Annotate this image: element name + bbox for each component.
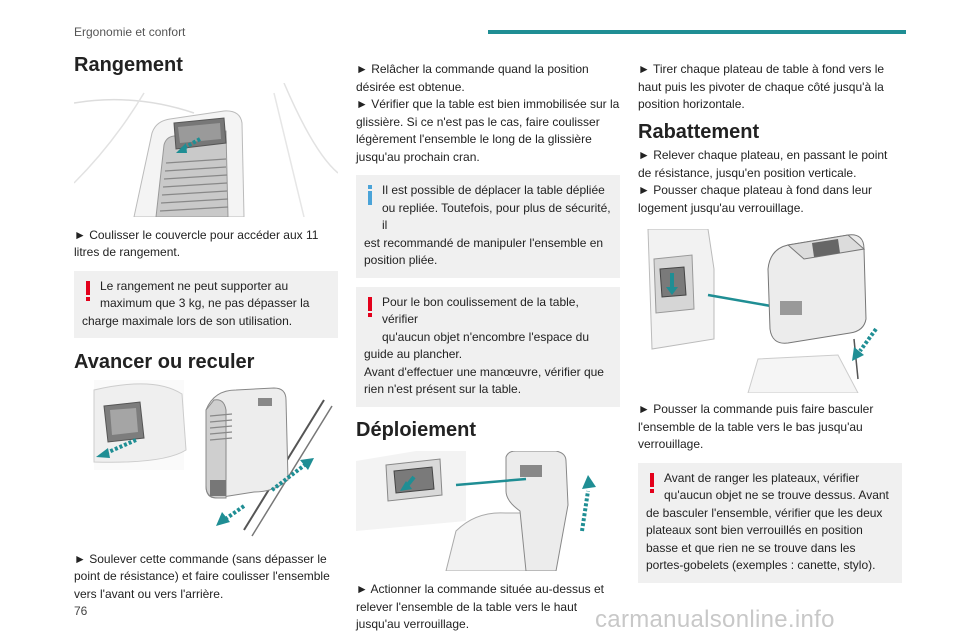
storage-illustration xyxy=(74,82,338,217)
avancer-title: Avancer ou reculer xyxy=(74,351,255,373)
rangement-warning: Le rangement ne peut supporter au maximu… xyxy=(74,270,338,338)
info-line-1: Il est possible de déplacer la table dép… xyxy=(382,183,605,197)
warning-line-1: Le rangement ne peut supporter au xyxy=(100,278,289,293)
release-step: ► Relâcher la commande quand la position… xyxy=(356,62,589,94)
rabattement-step-1: ► Relever chaque plateau, en passant le … xyxy=(638,148,888,180)
warning-icon xyxy=(86,280,90,301)
column-1: Rangement ► Coulisser le couvercle pour … xyxy=(74,52,338,603)
warning-rest: charge maximale lors de son utilisation. xyxy=(82,313,293,328)
verify-step: ► Vérifier que la table est bien immobil… xyxy=(356,97,620,164)
watermark: carmanualsonline.info xyxy=(595,606,835,633)
info-icon xyxy=(368,185,372,205)
deploy-illustration xyxy=(356,451,620,571)
rabattement-step-2: ► Pousser chaque plateau à fond dans leu… xyxy=(638,183,873,215)
warning-rest: de basculer l'ensemble, vérifier que les… xyxy=(646,505,883,573)
warning-rest-2: Avant d'effectuer une manœuvre, vérifier… xyxy=(364,364,604,397)
deploiement-step: ► Actionner la commande située au-dessus… xyxy=(356,582,605,631)
info-rest: est recommandé de manipuler l'ensemble e… xyxy=(364,235,604,268)
plateaux-warning: Avant de ranger les plateaux, vérifier q… xyxy=(638,462,902,583)
slide-illustration xyxy=(74,379,338,540)
warning-line-1: Pour le bon coulissement de la table, vé… xyxy=(382,294,579,327)
warning-icon xyxy=(368,296,372,317)
column-3: ► Tirer chaque plateau de table à fond v… xyxy=(638,52,902,583)
rabattement-step-3: ► Pousser la commande puis faire bascule… xyxy=(638,402,874,451)
avancer-step: ► Soulever cette commande (sans dépasser… xyxy=(74,551,330,601)
rangement-title: Rangement xyxy=(74,54,183,76)
warning-line-2: qu'aucun objet n'encombre l'espace du xyxy=(382,329,590,344)
info-note: Il est possible de déplacer la table dép… xyxy=(356,175,620,278)
rangement-step: ► Coulisser le couvercle pour accéder au… xyxy=(74,227,319,260)
warning-line-2: qu'aucun objet ne se trouve dessus. Avan… xyxy=(664,488,889,502)
guide-warning: Pour le bon coulissement de la table, vé… xyxy=(356,286,620,407)
warning-line-2: maximum que 3 kg, ne pas dépasser la xyxy=(100,296,310,310)
info-line-2: ou repliée. Toutefois, pour plus de sécu… xyxy=(382,200,611,233)
warning-icon xyxy=(650,472,654,493)
section-label: Ergonomie et confort xyxy=(74,25,186,39)
pull-tray-step: ► Tirer chaque plateau de table à fond v… xyxy=(638,62,885,111)
fold-illustration xyxy=(638,229,902,393)
warning-rest-1: guide au plancher. xyxy=(364,347,463,361)
deploiement-title: Déploiement xyxy=(356,418,477,441)
rabattement-title: Rabattement xyxy=(638,120,760,143)
warning-line-1: Avant de ranger les plateaux, vérifier xyxy=(664,470,860,485)
header-accent-bar xyxy=(488,30,906,34)
page-number: 76 xyxy=(74,604,88,618)
column-2: ► Relâcher la commande quand la position… xyxy=(356,52,620,634)
